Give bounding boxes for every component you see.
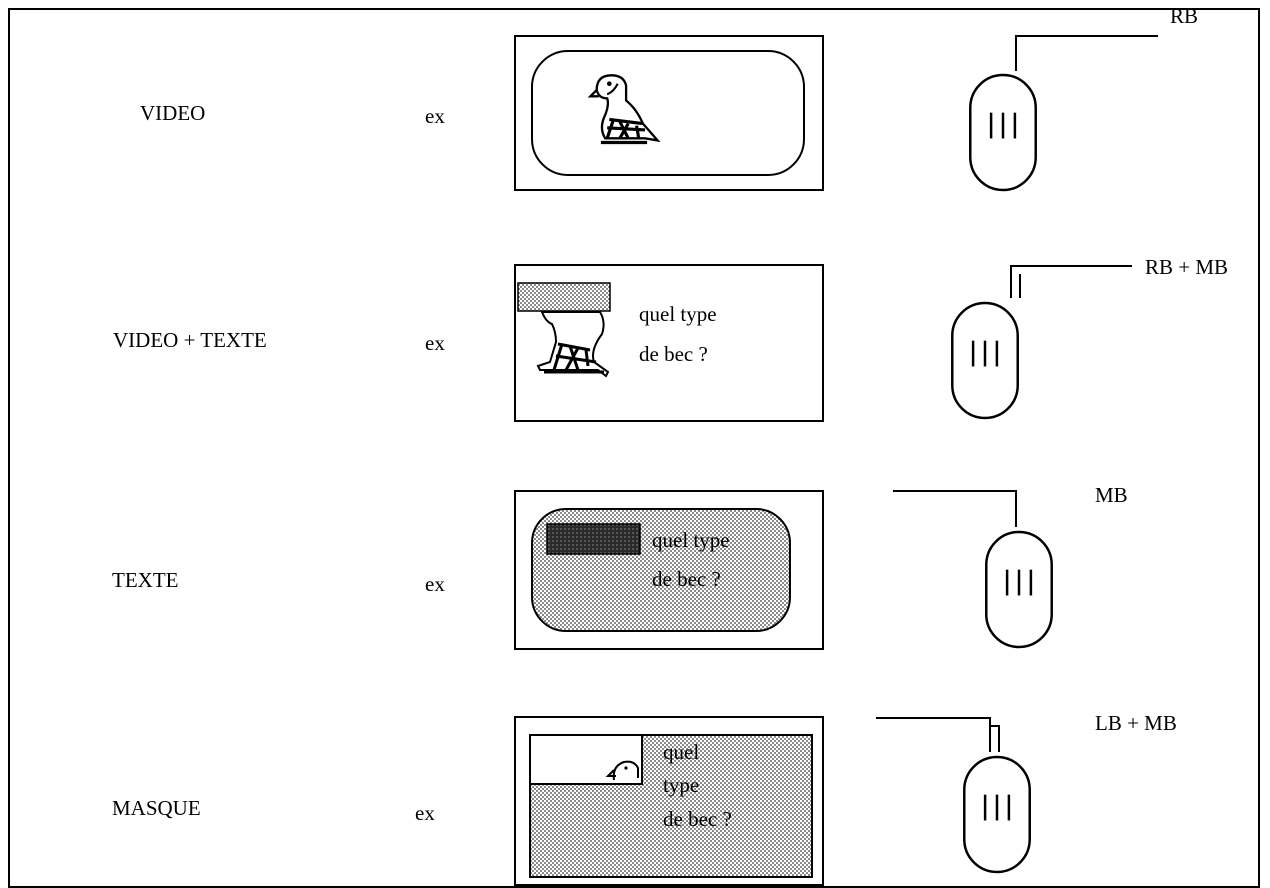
mouse-masque (0, 0, 1270, 870)
button-label-lb-mb: LB + MB (1095, 711, 1177, 736)
three-button-mouse-icon (964, 757, 1029, 872)
